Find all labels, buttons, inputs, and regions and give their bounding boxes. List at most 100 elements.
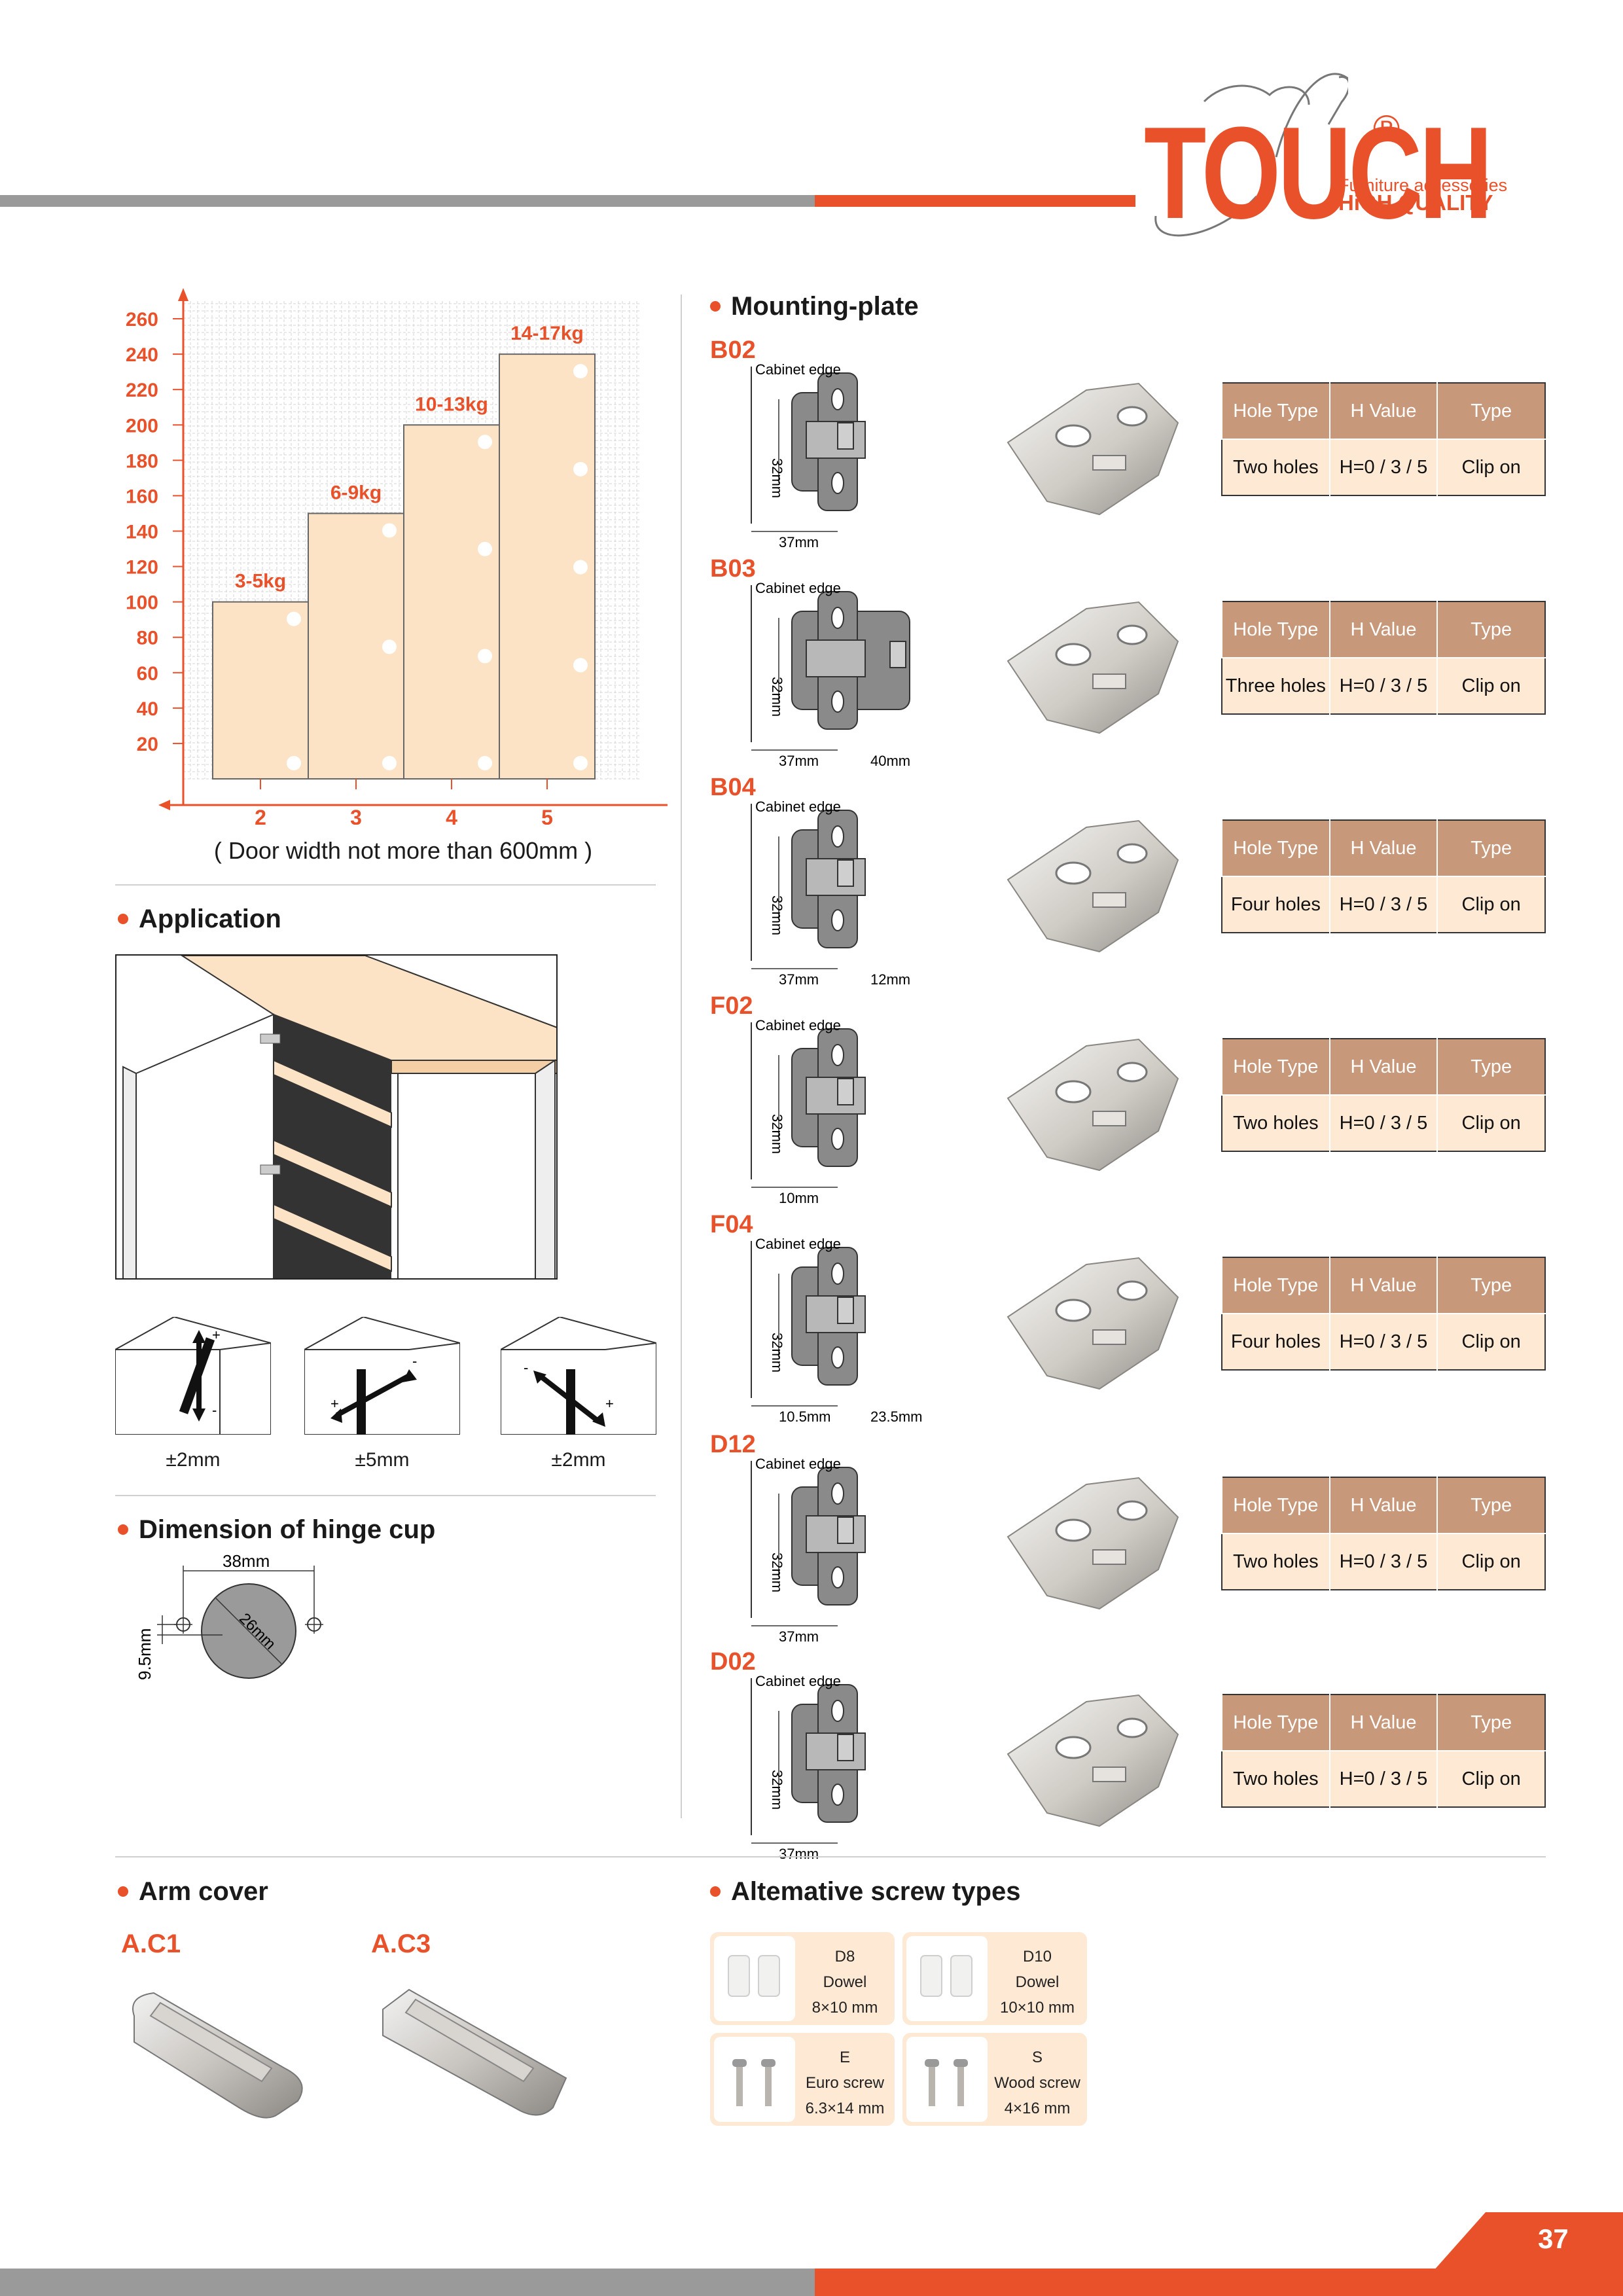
hinge-dot	[287, 611, 301, 626]
y-tick-label: 60	[137, 663, 158, 685]
spec-header: Hole Type	[1221, 1695, 1330, 1751]
y-tick-label: 40	[137, 698, 158, 720]
mounting-plate-heading: Mounting-plate	[710, 293, 919, 319]
spec-cell-h-value: H=0 / 3 / 5	[1329, 1534, 1438, 1590]
screw-name: Wood screw	[994, 2074, 1080, 2092]
cabinet-edge-label: Cabinet edge	[755, 1673, 841, 1689]
spec-cell-hole-type: Four holes	[1222, 876, 1330, 933]
application-heading: Application	[118, 906, 281, 932]
y-tick-label: 260	[126, 309, 158, 331]
spec-cell-hole-type: Two holes	[1222, 1534, 1330, 1590]
adjustment-label-1: ±2mm	[166, 1449, 221, 1471]
hinge-cup-heading: Dimension of hinge cup	[118, 1516, 435, 1543]
bar-data-label: 6-9kg	[330, 482, 382, 503]
adjustment-label-3: ±2mm	[551, 1449, 606, 1471]
arm-cover-image-2	[382, 1988, 567, 2116]
spec-cell-hole-type: Three holes	[1222, 658, 1330, 714]
spec-cell-type: Clip on	[1437, 1534, 1545, 1590]
plate-product-image	[1007, 382, 1179, 516]
plate-product-image	[1007, 819, 1179, 953]
plate-second-dimension: 12mm	[870, 971, 910, 987]
spec-header: Type	[1436, 1695, 1545, 1751]
plate-product-image	[1007, 601, 1179, 734]
plate-drawing: Cabinet edge 32mm 37mm	[751, 1673, 866, 1861]
spec-cell-type: Clip on	[1437, 1095, 1545, 1151]
x-tick-label: 4	[446, 806, 457, 825]
y-tick-label: 140	[126, 521, 158, 543]
screw-name: Dowel	[1015, 1973, 1060, 1991]
plate-product-image	[1007, 1038, 1179, 1172]
spec-header: Type	[1436, 1039, 1545, 1096]
cabinet-edge-label: Cabinet edge	[755, 1017, 841, 1033]
cabinet-edge-label: Cabinet edge	[755, 580, 841, 596]
plate-code: B03	[710, 555, 756, 583]
screw-size: 4×16 mm	[1004, 2100, 1071, 2117]
screw-image	[906, 2037, 988, 2122]
y-tick-label: 20	[137, 734, 158, 755]
hinge-dot	[478, 756, 492, 770]
adjustment-side: + -	[304, 1316, 461, 1435]
arm-cover-image-1	[132, 1992, 303, 2119]
screw-name: Euro screw	[805, 2074, 885, 2092]
svg-text:+: +	[330, 1395, 339, 1412]
page-number-tab	[1433, 2212, 1623, 2271]
screw-name: Dowel	[823, 1973, 867, 1991]
header-bar-grey	[0, 195, 818, 207]
arm-cover-code-1: A.C1	[121, 1929, 181, 1958]
cabinet-edge-label: Cabinet edge	[755, 1236, 841, 1252]
spec-cell-type: Clip on	[1437, 1314, 1545, 1370]
y-tick-label: 240	[126, 344, 158, 366]
plate-width-dimension: 37mm	[779, 1846, 819, 1861]
plate-height-dimension: 32mm	[769, 1333, 785, 1372]
column-divider	[681, 295, 682, 1818]
screw-code: E	[839, 2049, 850, 2066]
plate-width-dimension: 10mm	[779, 1190, 819, 1206]
spec-cell-h-value: H=0 / 3 / 5	[1329, 439, 1438, 495]
chart-bar	[212, 601, 309, 780]
bar-data-label: 10-13kg	[415, 393, 488, 415]
hinge-dot	[573, 461, 588, 476]
divider-2	[115, 1495, 656, 1496]
bar-data-label: 14-17kg	[510, 323, 584, 344]
spec-header: H Value	[1329, 1477, 1438, 1534]
spec-header: Hole Type	[1221, 601, 1330, 658]
spec-cell-type: Clip on	[1437, 658, 1545, 714]
x-tick-label: 2	[255, 806, 266, 825]
hinge-dot	[478, 541, 492, 556]
y-tick-label: 160	[126, 486, 158, 507]
x-tick-label: 3	[350, 806, 362, 825]
adjustment-vertical: + -	[115, 1316, 272, 1435]
hinge-dot	[287, 756, 301, 770]
spec-header: H Value	[1329, 1039, 1438, 1096]
plate-product-image	[1007, 1477, 1179, 1610]
screw-code: D10	[1022, 1948, 1052, 1965]
application-illustration	[115, 954, 558, 1280]
footer-bar-grey	[0, 2269, 818, 2296]
y-tick-label: 120	[126, 557, 158, 579]
load-chart: 3-5kg26-9kg310-13kg414-17kg5204060801001…	[126, 288, 668, 825]
plate-height-dimension: 32mm	[769, 1770, 785, 1810]
plate-width-dimension: 37mm	[779, 534, 819, 550]
plate-code: B04	[710, 774, 756, 801]
chart-bar	[403, 424, 500, 780]
plate-code: D12	[710, 1431, 756, 1458]
hinge-dot	[382, 523, 397, 538]
x-tick-label: 5	[541, 806, 553, 825]
spec-header: Type	[1436, 1477, 1545, 1534]
plate-height-dimension: 32mm	[769, 1552, 785, 1592]
spec-cell-hole-type: Two holes	[1222, 1095, 1330, 1151]
spec-cell-type: Clip on	[1437, 439, 1545, 495]
y-tick-label: 80	[137, 628, 158, 649]
bullet-icon	[118, 1886, 128, 1897]
cabinet-edge-label: Cabinet edge	[755, 798, 841, 815]
spec-header: H Value	[1329, 383, 1438, 440]
spec-header: Hole Type	[1221, 820, 1330, 877]
